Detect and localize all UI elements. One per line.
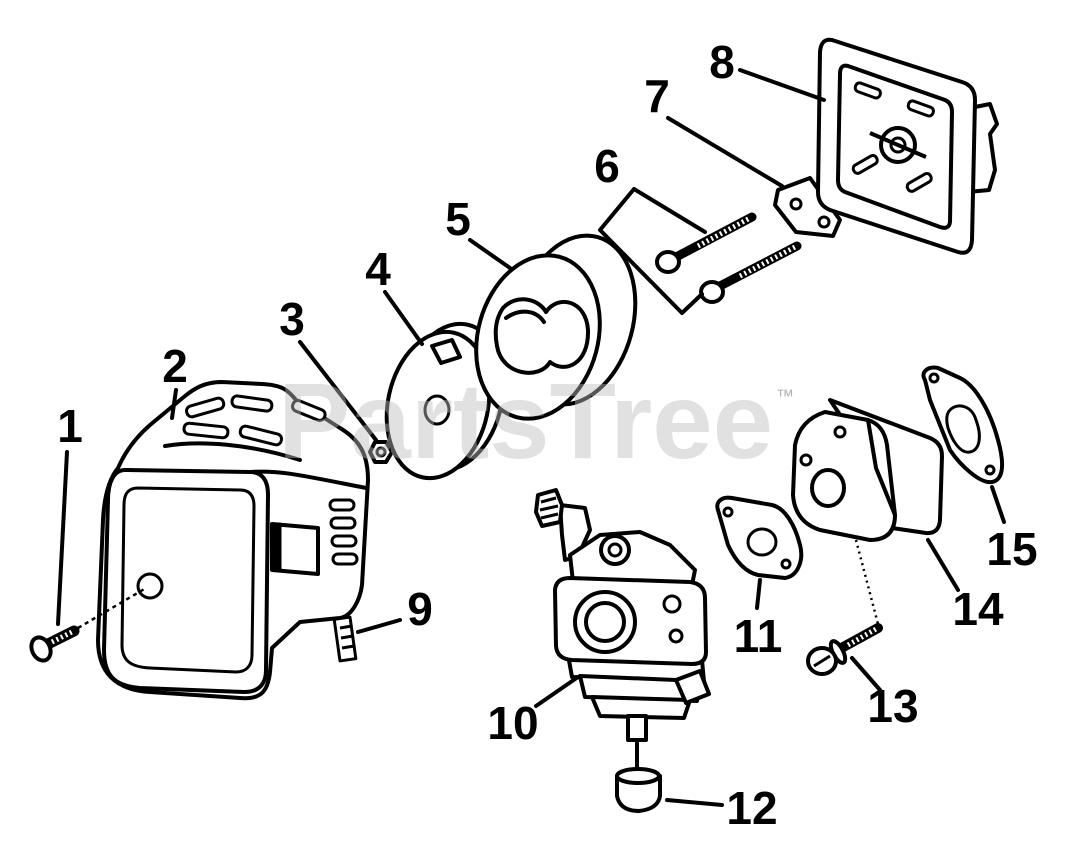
watermark-text: PartsTree [278,360,773,481]
callout-11: 11 [734,610,783,662]
leader-line-3 [298,340,378,442]
leader-line-12 [665,798,724,807]
watermark: PartsTree ™ [278,360,794,481]
leader-line-11 [755,578,762,610]
callout-1: 1 [57,400,83,452]
part-6-bolts [655,212,802,304]
part-14-insulator [791,398,944,542]
leader-line-1 [56,450,69,626]
part-9-clip [332,615,358,663]
leader-line-15 [990,485,1006,524]
callout-12: 12 [726,782,777,834]
leader-line-8 [738,68,826,102]
leader-line-14 [926,538,960,592]
callout-4: 4 [365,243,391,295]
callout-3: 3 [279,293,305,345]
screw-hole [136,572,164,600]
leader-line-13 [850,656,882,692]
callout-5: 5 [445,193,471,245]
callout-7: 7 [644,70,670,122]
part-7-bracket [773,176,842,238]
screw-alignment-line [854,539,880,625]
leader-line-9 [356,618,402,634]
part-2-cover [96,380,370,701]
part-11-gasket [715,495,804,580]
part-1-screw [29,625,80,663]
part-15-gasket [921,365,1005,485]
callout-6: 6 [594,140,620,192]
leader-line-4 [383,290,424,346]
leader-line-7 [666,116,784,188]
part-8-filter-base [816,37,999,255]
callout-15: 15 [986,523,1037,575]
bracket-line-6 [598,187,707,315]
callout-14: 14 [952,583,1004,635]
callout-13: 13 [867,680,918,732]
leader-line-10 [534,675,580,708]
part-12-cap [615,767,662,813]
leader-line-2 [170,388,178,420]
leader-line-5 [468,238,512,270]
screw-alignment-line [77,586,147,630]
callout-8: 8 [709,36,735,88]
part-5-foam-filter [474,233,638,421]
part-3-nut [368,440,394,464]
part-13-screw [806,623,883,676]
callout-labels: 1 2 3 4 5 6 7 8 9 10 11 12 13 14 15 [57,36,1037,834]
callout-2: 2 [162,340,188,392]
callout-9: 9 [407,583,433,635]
leader-lines [56,68,1006,807]
callout-10: 10 [487,697,538,749]
part-10-carburetor [534,488,711,742]
watermark-trademark: ™ [776,386,794,406]
